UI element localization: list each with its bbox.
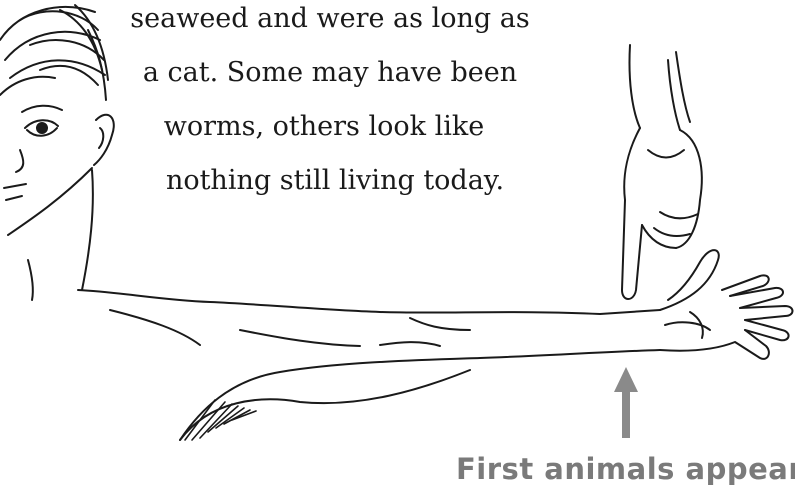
passage-line: a cat. Some may have been [120,46,540,100]
passage-text: seaweed and were as long as a cat. Some … [120,0,540,208]
passage-line: worms, others look like [120,100,540,154]
timeline-caption: First animals appear [456,452,795,486]
person-head-drawing [0,5,114,300]
passage-line: seaweed and were as long as [120,0,540,46]
timeline-arrow [614,367,638,438]
outstretched-arm-drawing [78,250,793,440]
passage-line: nothing still living today. [120,154,540,208]
pointing-hand-drawing [622,45,702,299]
